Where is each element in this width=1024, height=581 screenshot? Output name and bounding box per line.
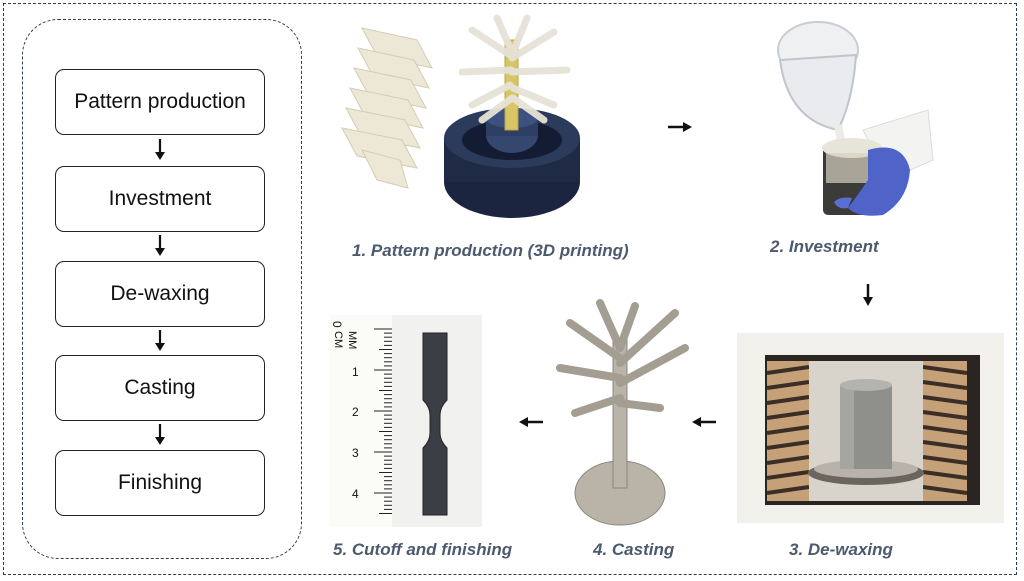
furnace-left-wall	[766, 361, 810, 501]
flow-arrow-1	[155, 139, 165, 160]
outer-frame	[3, 3, 1017, 575]
process-arrow-4-to-5	[519, 417, 543, 427]
cast-tree	[556, 299, 689, 526]
ruler-number-4: 4	[352, 487, 359, 501]
investment-flask-in-furnace	[808, 379, 924, 485]
wax-tree	[458, 14, 571, 131]
pattern-production-photo	[341, 14, 580, 218]
ruler-number-3: 3	[352, 446, 359, 460]
printed-patterns	[341, 27, 433, 189]
flow-step-de-waxing: De-waxing	[55, 261, 265, 327]
ruler-mm-label: MM	[346, 331, 358, 350]
gloved-hand	[834, 147, 910, 216]
tensile-specimen	[422, 332, 448, 516]
process-arrow-1-to-2	[668, 122, 692, 132]
flow-arrow-3	[155, 330, 165, 351]
ruler-number-2: 2	[352, 405, 359, 419]
ruler-number-1: 1	[352, 365, 359, 379]
flow-arrow-2	[155, 235, 165, 256]
flow-step-investment: Investment	[55, 166, 265, 232]
process-arrow-3-to-4	[692, 417, 716, 427]
flow-step-pattern-production: Pattern production	[55, 69, 265, 135]
ruler-zero: 0	[330, 321, 344, 328]
ruler-cm-label: CM	[332, 331, 344, 349]
caption-de-waxing: 3. De-waxing	[789, 540, 893, 559]
investment-photo	[777, 21, 934, 216]
flow-arrow-4	[155, 424, 165, 445]
caption-pattern-production: 1. Pattern production (3D printing)	[352, 241, 629, 260]
flowchart-panel	[22, 19, 302, 559]
finishing-photo: 0 MM CM 1 2 3 4	[330, 315, 482, 527]
casting-photo	[556, 299, 689, 526]
process-arrow-2-to-3	[863, 284, 873, 306]
caption-cutoff-finishing: 5. Cutoff and finishing	[333, 540, 513, 559]
flow-step-finishing: Finishing	[55, 450, 265, 516]
furnace-right-wall	[922, 361, 968, 501]
dewaxing-furnace-photo	[737, 333, 1004, 523]
pouring-beaker	[777, 21, 859, 171]
caption-investment: 2. Investment	[770, 237, 879, 256]
ruler	[330, 315, 448, 527]
flow-step-casting: Casting	[55, 355, 265, 421]
caption-casting: 4. Casting	[593, 540, 675, 559]
